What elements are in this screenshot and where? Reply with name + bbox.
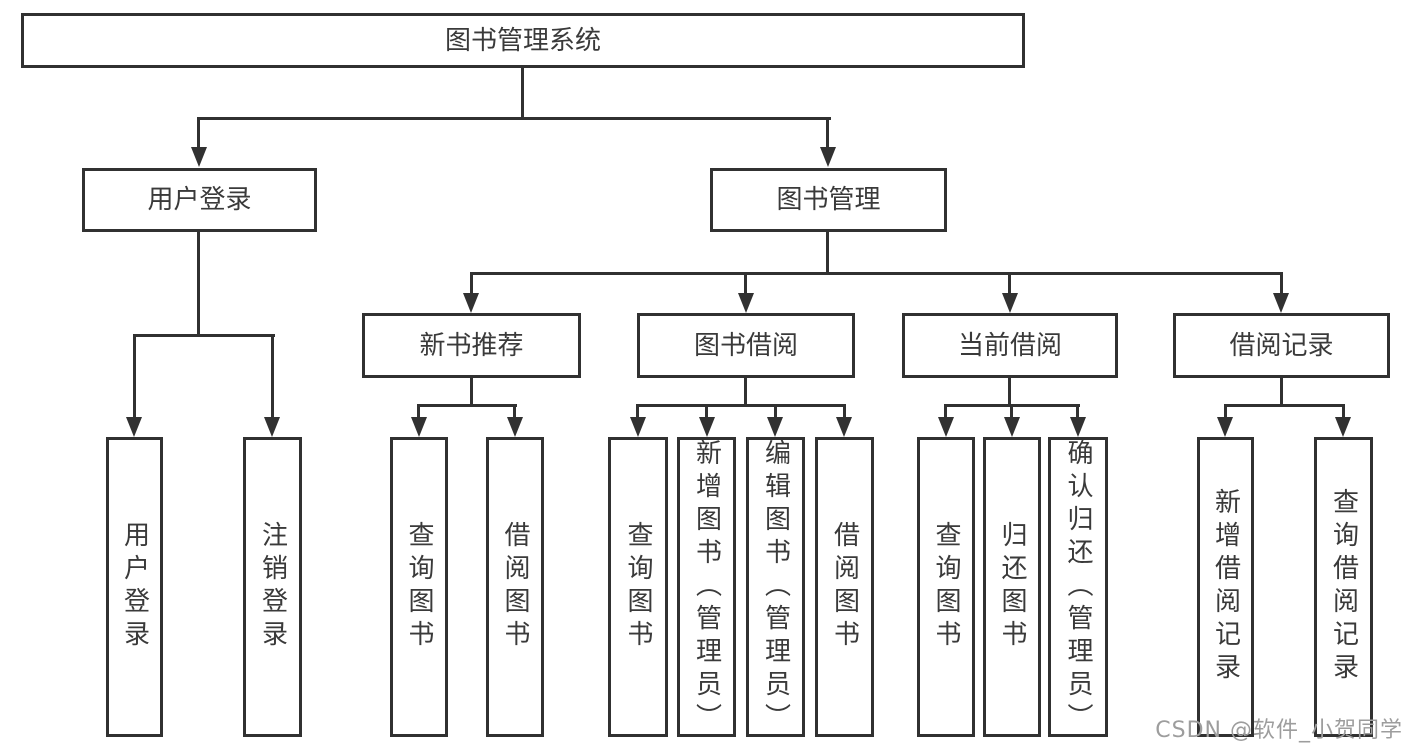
connector-stem <box>1008 272 1011 295</box>
leaf-user-login: 用户登录 <box>106 437 163 737</box>
leaf-label: 借阅图书 <box>500 521 530 653</box>
leaf-label: 归还图书 <box>997 521 1027 653</box>
connector-stem <box>1224 404 1227 419</box>
connector-stem <box>197 117 200 149</box>
leaf-return-books: 归还图书 <box>983 437 1041 737</box>
connector-stem <box>744 272 747 295</box>
arrow-down-icon <box>820 147 836 167</box>
arrow-down-icon <box>1004 417 1020 437</box>
leaf-query-books-recommend: 查询图书 <box>390 437 448 737</box>
connector-group-spread <box>636 404 846 407</box>
arrow-down-icon <box>507 417 523 437</box>
connector-bookmgmt-drop <box>826 232 829 274</box>
arrow-down-icon <box>1070 417 1086 437</box>
node-current-borrowing: 当前借阅 <box>902 313 1118 378</box>
connector-group-drop <box>1008 378 1011 406</box>
leaf-borrow-books-recommend: 借阅图书 <box>486 437 544 737</box>
arrow-down-icon <box>1335 417 1351 437</box>
connector-stem <box>1342 404 1345 419</box>
node-label: 当前借阅 <box>957 330 1062 361</box>
node-book-management: 图书管理 <box>710 168 947 232</box>
arrow-down-icon <box>463 293 479 313</box>
connector-userlogin-spread <box>133 334 275 337</box>
connector-stem <box>636 404 639 419</box>
node-new-book-recommendation: 新书推荐 <box>362 313 581 378</box>
connector-group-spread <box>417 404 517 407</box>
node-label: 图书管理 <box>776 185 881 215</box>
connector-stem <box>417 404 420 419</box>
connector-stem <box>944 404 947 419</box>
connector-stem <box>1010 404 1013 419</box>
arrow-down-icon <box>1217 417 1233 437</box>
node-user-login: 用户登录 <box>82 168 317 232</box>
connector-stem <box>513 404 516 419</box>
connector-root-drop <box>521 68 524 117</box>
leaf-add-borrow-record: 新增借阅记录 <box>1197 437 1254 737</box>
arrow-down-icon <box>767 417 783 437</box>
connector-userlogin-drop <box>197 232 200 336</box>
node-borrowing-records: 借阅记录 <box>1173 313 1390 378</box>
node-root-label: 图书管理系统 <box>444 25 601 56</box>
node-label: 图书借阅 <box>693 330 798 361</box>
arrow-down-icon <box>126 417 142 437</box>
arrow-down-icon <box>264 417 280 437</box>
node-label: 借阅记录 <box>1229 330 1334 361</box>
leaf-label: 新增借阅记录 <box>1210 488 1241 686</box>
connector-stem <box>1076 404 1079 419</box>
leaf-add-books-admin: 新增图书（管理员） <box>677 437 736 737</box>
arrow-down-icon <box>699 417 715 437</box>
leaf-label: 查询图书 <box>404 521 434 653</box>
leaf-label: 用户登录 <box>119 521 150 653</box>
connector-group-spread <box>1224 404 1345 407</box>
node-book-borrowing: 图书借阅 <box>637 313 855 378</box>
connector-stem <box>843 404 846 419</box>
connector-stem <box>826 117 829 149</box>
leaf-confirm-return-admin: 确认归还（管理员） <box>1048 437 1108 737</box>
leaf-label: 查询借阅记录 <box>1328 488 1359 686</box>
node-label: 新书推荐 <box>419 330 524 361</box>
leaf-label: 编辑图书（管理员） <box>760 438 791 736</box>
connector-stem <box>774 404 777 419</box>
connector-l2-spread <box>197 117 831 120</box>
connector-stem <box>133 334 136 419</box>
leaf-label: 查询图书 <box>623 521 653 653</box>
connector-stem <box>470 272 473 295</box>
connector-stem <box>705 404 708 419</box>
leaf-borrow-books: 借阅图书 <box>815 437 874 737</box>
node-root: 图书管理系统 <box>21 13 1025 68</box>
watermark: CSDN @软件_小贺同学 <box>1155 718 1403 743</box>
arrow-down-icon <box>1273 293 1289 313</box>
arrow-down-icon <box>836 417 852 437</box>
arrow-down-icon <box>411 417 427 437</box>
arrow-down-icon <box>738 293 754 313</box>
leaf-label: 注销登录 <box>257 521 288 653</box>
connector-group-drop <box>470 378 473 406</box>
leaf-label: 确认归还（管理员） <box>1063 438 1093 736</box>
node-label: 用户登录 <box>147 185 252 215</box>
connector-group-drop <box>1280 378 1283 406</box>
connector-stem <box>1280 272 1283 295</box>
leaf-query-books-current: 查询图书 <box>917 437 975 737</box>
connector-stem <box>271 334 274 419</box>
arrow-down-icon <box>938 417 954 437</box>
connector-l3-spread <box>470 272 1283 275</box>
leaf-query-borrow-record: 查询借阅记录 <box>1314 437 1373 737</box>
leaf-edit-books-admin: 编辑图书（管理员） <box>746 437 805 737</box>
leaf-label: 查询图书 <box>931 521 961 653</box>
connector-group-drop <box>744 378 747 406</box>
leaf-label: 借阅图书 <box>829 521 860 653</box>
arrow-down-icon <box>191 147 207 167</box>
leaf-logout: 注销登录 <box>243 437 302 737</box>
arrow-down-icon <box>1002 293 1018 313</box>
leaf-label: 新增图书（管理员） <box>691 438 722 736</box>
leaf-query-books-borrow: 查询图书 <box>608 437 668 737</box>
arrow-down-icon <box>630 417 646 437</box>
